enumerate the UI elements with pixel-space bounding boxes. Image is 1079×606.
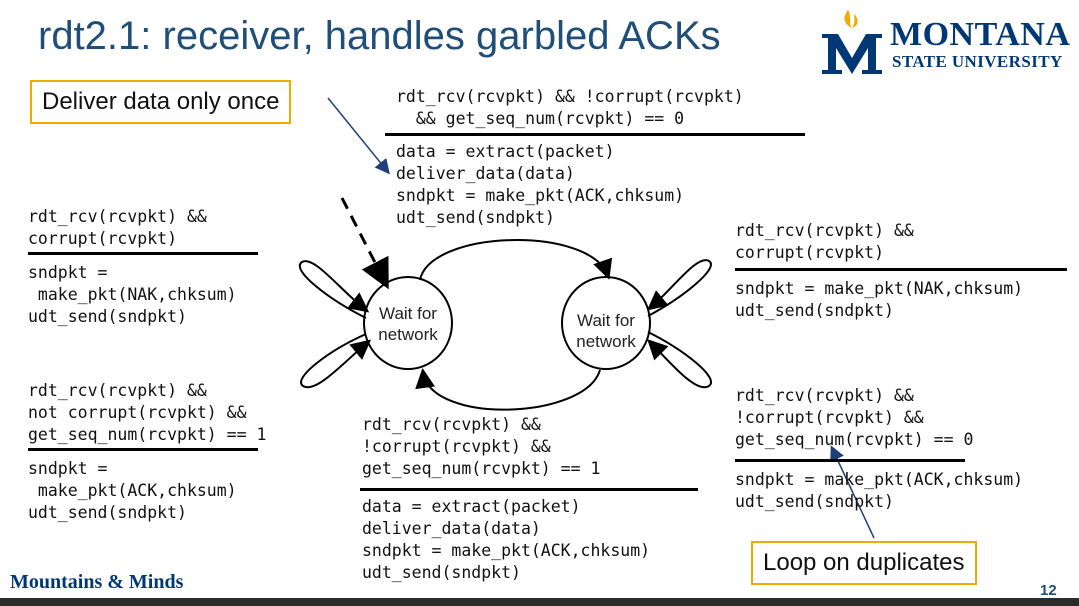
top-transition-rule [385, 133, 805, 136]
left-bottom-transition-rule [28, 448, 258, 451]
state-left-circle [363, 276, 453, 370]
right-bottom-transition-action: sndpkt = make_pkt(ACK,chksum) udt_send(s… [735, 470, 1024, 511]
left-bottom-transition-action: sndpkt = make_pkt(ACK,chksum) udt_send(s… [28, 459, 237, 522]
right-top-transition-rule [735, 268, 1067, 271]
right-top-transition-condition: rdt_rcv(rcvpkt) && corrupt(rcvpkt) [735, 221, 914, 262]
state-right-label: Wait for network [576, 311, 636, 351]
logo-text-state-university: STATE UNIVERSITY [892, 52, 1063, 71]
bottom-transition-action: data = extract(packet) deliver_data(data… [362, 497, 651, 582]
bottom-transition-rule [360, 488, 698, 491]
top-transition-action: data = extract(packet) deliver_data(data… [396, 142, 685, 227]
footer-brand: Mountains & Minds [10, 571, 184, 593]
left-self-loop-top [298, 260, 370, 319]
transition-top-arrow [419, 239, 613, 281]
left-top-transition-rule [28, 252, 258, 255]
right-bottom-transition-rule [735, 459, 965, 462]
right-top-transition-action: sndpkt = make_pkt(NAK,chksum) udt_send(s… [735, 279, 1024, 320]
university-logo: MONTANA STATE UNIVERSITY [818, 8, 1071, 80]
slide-title: rdt2.1: receiver, handles garbled ACKs [38, 14, 721, 58]
left-top-transition-condition: rdt_rcv(rcvpkt) && corrupt(rcvpkt) [28, 207, 207, 248]
bottom-bar [0, 598, 1079, 606]
logo-text-montana: MONTANA [890, 16, 1071, 53]
initial-state-arrow [340, 197, 389, 290]
state-left-label: Wait for network [378, 304, 438, 344]
callout-loop-duplicates: Loop on duplicates [751, 541, 977, 585]
left-bottom-transition-condition: rdt_rcv(rcvpkt) && not corrupt(rcvpkt) &… [28, 381, 267, 444]
bottom-transition-condition: rdt_rcv(rcvpkt) && !corrupt(rcvpkt) && g… [362, 415, 601, 478]
left-self-loop-bottom [300, 333, 372, 389]
callout-deliver-pointer [327, 97, 390, 175]
right-self-loop-bottom [647, 331, 712, 389]
right-self-loop-top [646, 259, 712, 317]
callout-deliver-once: Deliver data only once [30, 80, 292, 124]
page-number: 12 [1040, 582, 1057, 599]
m-logo-icon [822, 10, 882, 74]
top-transition-condition: rdt_rcv(rcvpkt) && !corrupt(rcvpkt) && g… [396, 87, 744, 128]
right-bottom-transition-condition: rdt_rcv(rcvpkt) && !corrupt(rcvpkt) && g… [735, 386, 974, 449]
transition-bottom-arrow [415, 368, 601, 411]
left-top-transition-action: sndpkt = make_pkt(NAK,chksum) udt_send(s… [28, 263, 237, 326]
callout-loop-pointer [830, 445, 875, 539]
